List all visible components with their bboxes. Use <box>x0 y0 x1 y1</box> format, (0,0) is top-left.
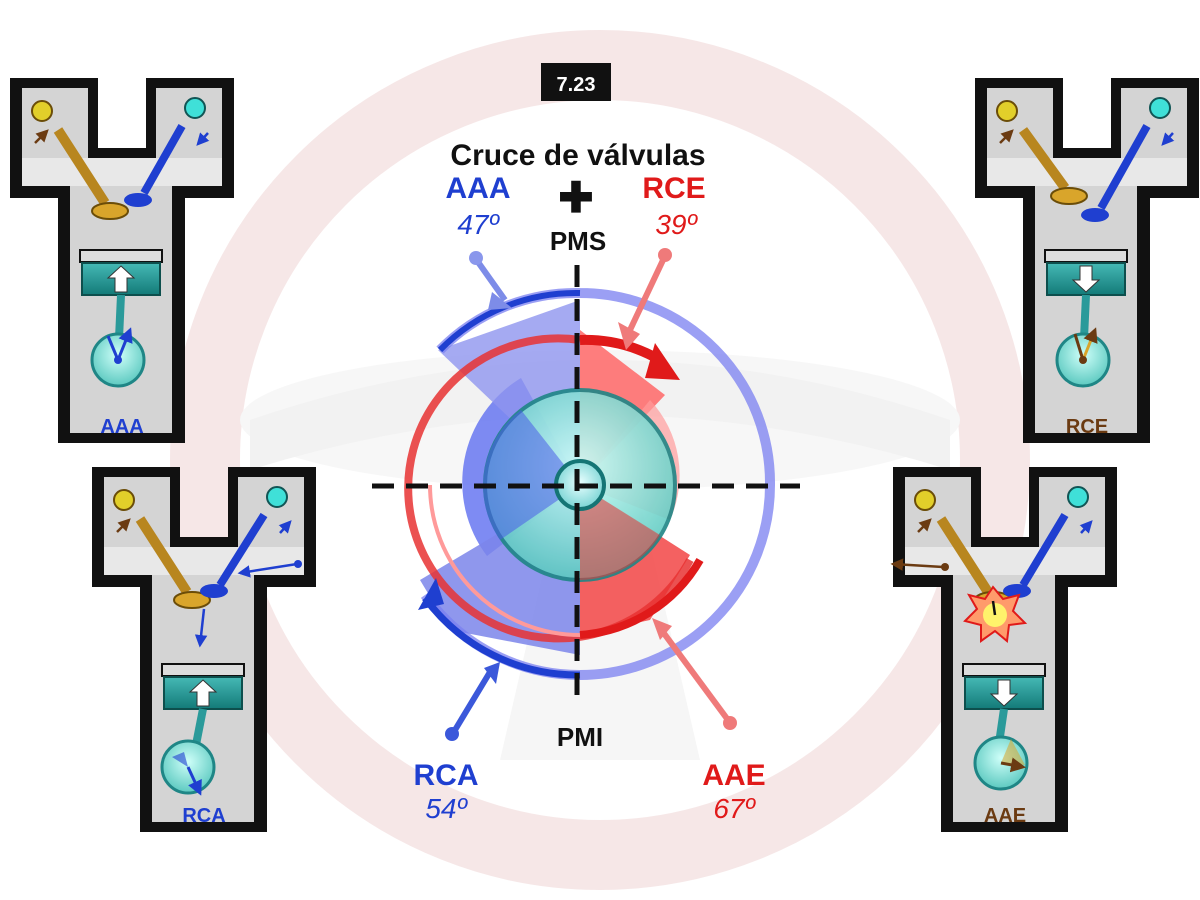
rca-label: RCA <box>414 759 479 792</box>
panel-label-rca: RCA <box>182 805 225 827</box>
crank-red-overlay <box>580 485 660 580</box>
diagram-title: Cruce de válvulas <box>450 139 705 172</box>
engine-panel-rca: RCA <box>92 467 316 832</box>
rca-pointer <box>445 662 500 741</box>
panel-label-aaa: AAA <box>100 416 143 438</box>
aae-angle: 67º <box>713 793 756 824</box>
center-timing-wheel <box>372 248 800 741</box>
rce-arrowhead <box>645 343 680 380</box>
engine-panel-rce: RCE <box>975 78 1199 443</box>
crank-blue-overlay <box>483 410 580 540</box>
aae-label: AAE <box>702 759 765 792</box>
pms-label: PMS <box>550 226 606 256</box>
aaa-angle: 47º <box>457 209 500 240</box>
rce-label: RCE <box>642 172 705 205</box>
intake-arrowhead <box>418 578 444 610</box>
panel-label-rce: RCE <box>1066 416 1108 438</box>
engine-panel-aaa: AAA <box>10 78 234 443</box>
figure-number-badge <box>541 63 611 101</box>
aae-pointer <box>652 618 737 730</box>
aaa-pointer <box>469 251 512 310</box>
exhaust-arc-inner <box>428 484 581 637</box>
intake-arc-bottom <box>422 595 581 679</box>
plus-sign: ✚ <box>558 174 593 221</box>
panel-label-aae: AAE <box>984 805 1026 827</box>
rce-pointer <box>618 248 672 350</box>
pmi-label: PMI <box>557 722 603 752</box>
engine-panel-aae: AAE <box>890 467 1117 832</box>
figure-number: 7.23 <box>557 74 596 96</box>
rca-angle: 54º <box>425 793 468 824</box>
aae-arc <box>579 558 704 639</box>
rce-angle: 39º <box>655 209 698 240</box>
aaa-label: AAA <box>446 172 511 205</box>
